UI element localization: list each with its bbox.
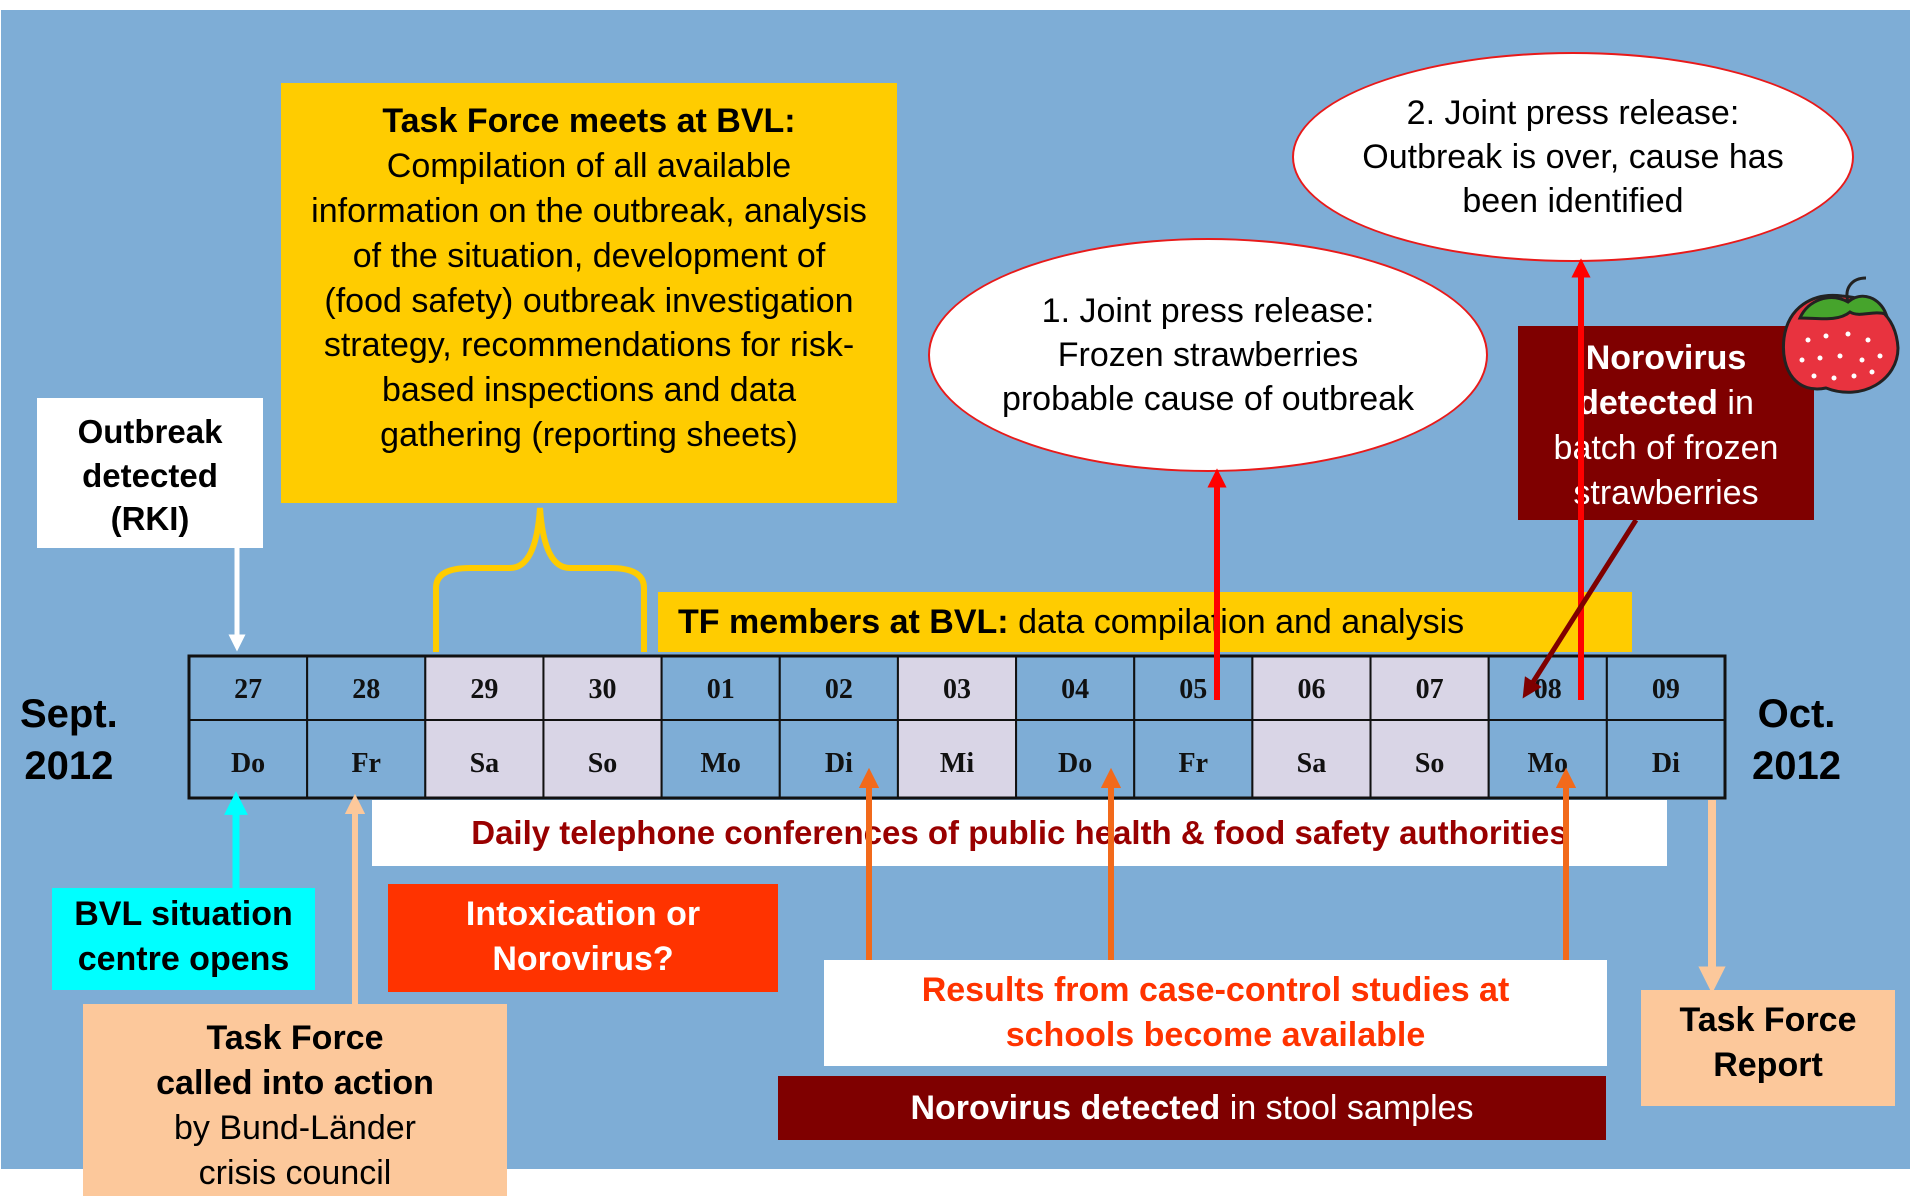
day-cell-date-30 — [542, 655, 663, 721]
results-line2: schools become available — [1005, 1015, 1426, 1054]
day-date-label: 05 — [1179, 674, 1207, 705]
press-release-1-line2: Frozen strawberries — [1057, 335, 1359, 374]
tf-members-strip: TF members at BVL: data compilation and … — [658, 592, 1632, 652]
day-cell-date-04 — [1015, 655, 1136, 721]
outbreak-line1: Outbreak — [77, 413, 223, 450]
task-force-report-line1: Task Force — [1679, 1001, 1857, 1039]
day-weekday-label: So — [588, 748, 618, 779]
day-date-label: 30 — [589, 674, 617, 705]
day-cell-date-03 — [896, 655, 1018, 721]
situation-centre-box: BVL situation centre opens — [52, 888, 315, 990]
norovirus-stool-rest: in stool samples — [1220, 1089, 1474, 1127]
day-date-label: 01 — [707, 674, 735, 705]
end-month-label: Oct. 2012 — [1752, 688, 1841, 792]
day-date-label: 04 — [1061, 674, 1089, 705]
day-date-label: 06 — [1297, 674, 1325, 705]
strawberry-icon — [1781, 276, 1900, 394]
norovirus-stool-box: Norovirus detected in stool samples — [778, 1076, 1606, 1140]
day-weekday-label: Do — [231, 748, 265, 779]
start-year: 2012 — [24, 744, 114, 788]
press-release-1-ellipse: 1. Joint press release: Frozen strawberr… — [928, 238, 1488, 472]
task-force-meets-box: Task Force meets at BVL: Compilation of … — [281, 83, 897, 503]
day-weekday-label: Sa — [1297, 748, 1327, 779]
day-weekday-label: Di — [825, 748, 853, 779]
day-weekday-label: Sa — [470, 748, 500, 779]
norovirus-stool-bold: Norovirus detected — [910, 1089, 1221, 1127]
day-weekday-label: So — [1415, 748, 1445, 779]
task-force-called-line4: crisis council — [198, 1153, 392, 1192]
day-date-label: 03 — [943, 674, 971, 705]
day-date-label: 07 — [1416, 674, 1444, 705]
day-weekday-label: Mo — [700, 748, 740, 779]
task-force-report-box: Task Force Report — [1641, 990, 1895, 1106]
day-cell-weekday-30 — [542, 719, 663, 799]
situation-centre-line2: centre opens — [77, 939, 290, 978]
end-year: 2012 — [1752, 744, 1841, 788]
intoxication-box: Intoxication or Norovirus? — [388, 884, 778, 992]
norovirus-batch-rest: in batch of frozen strawberries — [1553, 383, 1779, 512]
start-month: Sept. — [20, 692, 118, 736]
day-cell-weekday-09 — [1605, 719, 1727, 799]
start-month-label: Sept. 2012 — [20, 688, 118, 792]
day-weekday-label: Mo — [1528, 748, 1568, 779]
daily-conferences-text: Daily telephone conferences of public he… — [471, 814, 1568, 851]
task-force-report-line2: Report — [1713, 1045, 1823, 1084]
outbreak-line3: (RKI) — [110, 500, 190, 538]
press-release-2-line3: been identified — [1462, 182, 1684, 221]
day-weekday-label: Fr — [351, 748, 381, 779]
results-line1: Results from case-control studies at — [921, 971, 1510, 1009]
norovirus-batch-box: Norovirus detected in batch of frozen st… — [1518, 326, 1814, 520]
day-cell-weekday-06 — [1251, 719, 1372, 799]
end-month: Oct. — [1757, 692, 1836, 736]
press-release-1-line1: 1. Joint press release: — [1041, 291, 1375, 330]
day-weekday-label: Fr — [1179, 748, 1209, 779]
tf-members-bold: TF members at BVL: — [678, 603, 1009, 641]
task-force-called-line1: Task Force — [206, 1019, 384, 1057]
outbreak-line2: detected — [82, 456, 218, 494]
day-cell-date-09 — [1605, 655, 1727, 721]
day-date-label: 29 — [470, 674, 498, 705]
day-date-label: 02 — [825, 674, 853, 705]
day-cell-date-01 — [660, 655, 781, 721]
outbreak-detected-box: Outbreak detected (RKI) — [37, 398, 263, 548]
press-release-2-line1: 2. Joint press release: — [1406, 93, 1740, 132]
daily-conferences-box: Daily telephone conferences of public he… — [372, 800, 1667, 866]
task-force-called-line2: called into action — [156, 1063, 434, 1102]
intoxication-line2: Norovirus? — [492, 939, 674, 978]
task-force-called-line3: by Bund-Länder — [174, 1108, 416, 1147]
press-release-2-line2: Outbreak is over, cause has — [1362, 137, 1784, 176]
task-force-called-box: Task Force called into action by Bund-Lä… — [83, 1004, 507, 1196]
timeline-border — [187, 654, 1727, 800]
norovirus-batch-bold: Norovirus detected — [1578, 339, 1747, 422]
day-date-label: 27 — [234, 674, 262, 705]
norovirus-batch-arrow — [1522, 518, 1639, 699]
day-weekday-label: Do — [1058, 748, 1092, 779]
task-force-meets-heading: Task Force meets at BVL: — [382, 102, 796, 140]
intoxication-line1: Intoxication or — [465, 895, 701, 933]
day-cell-weekday-07 — [1369, 719, 1490, 799]
task-force-meets-body: Compilation of all available information… — [311, 146, 867, 455]
day-weekday-label: Mi — [940, 748, 974, 779]
day-date-label: 09 — [1652, 674, 1680, 705]
day-date-label: 28 — [352, 674, 380, 705]
results-box: Results from case-control studies at sch… — [824, 960, 1607, 1066]
situation-centre-line1: BVL situation — [74, 895, 293, 933]
day-cell-weekday-05 — [1133, 719, 1254, 799]
weekend-bracket — [433, 507, 647, 652]
tf-members-rest: data compilation and analysis — [1008, 603, 1465, 641]
press-release-1-line3: probable cause of outbreak — [1001, 380, 1415, 419]
day-weekday-label: Di — [1652, 748, 1680, 779]
press-release-2-ellipse: 2. Joint press release: Outbreak is over… — [1292, 52, 1854, 262]
